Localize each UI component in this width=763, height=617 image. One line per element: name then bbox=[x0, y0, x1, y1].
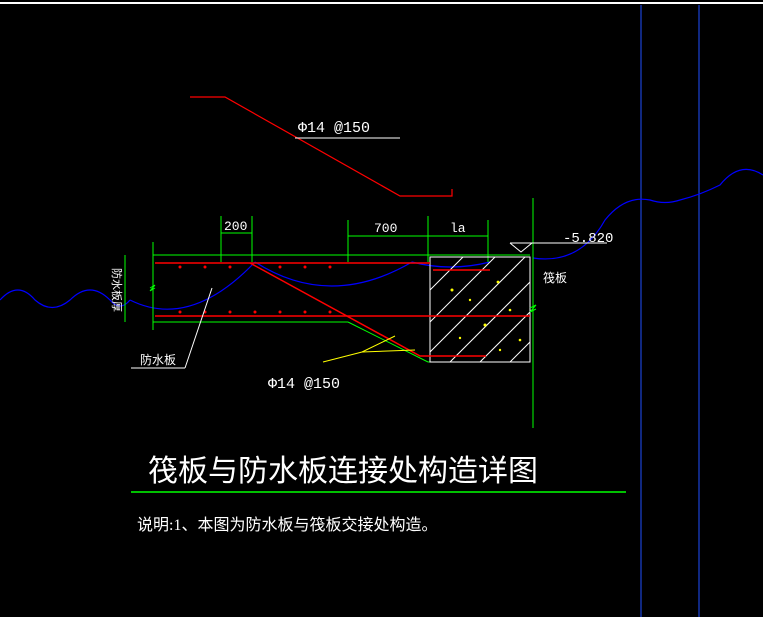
raft-section bbox=[429, 256, 531, 363]
slab-leader bbox=[184, 287, 213, 369]
waterproof-thickness-label: 防水板厚 bbox=[110, 268, 124, 312]
slab-haunch-line bbox=[347, 321, 429, 363]
dim-200-label: 200 bbox=[224, 219, 247, 234]
drawing-note: 说明:1、本图为防水板与筏板交接处构造。 bbox=[137, 516, 437, 534]
soil-line-mid bbox=[254, 261, 413, 287]
soil-line-left bbox=[0, 289, 131, 309]
rebar-dots bbox=[178, 265, 332, 314]
soil-line-under-slab bbox=[129, 261, 256, 310]
elevation-triangle bbox=[509, 242, 533, 253]
waterproof-slab-label: 防水板 bbox=[140, 352, 176, 367]
drawing-title: 筏板与防水板连接处构造详图 bbox=[148, 455, 538, 488]
raft-label: 筏板 bbox=[543, 271, 567, 285]
bottom-rebar-leader-2 bbox=[361, 349, 416, 353]
bottom-rebar-label: Φ14 @150 bbox=[268, 376, 340, 393]
elevation-label: -5.820 bbox=[563, 231, 613, 247]
bent-rebar bbox=[249, 262, 486, 357]
dim-la-label: la bbox=[450, 221, 466, 236]
break-mark-left bbox=[149, 284, 156, 292]
soil-line-right bbox=[532, 168, 763, 260]
aggregate-dots bbox=[450, 280, 522, 352]
dim-700-label: 700 bbox=[374, 221, 397, 236]
raft-hatch bbox=[429, 256, 531, 363]
break-mark-right bbox=[529, 304, 537, 313]
top-rebar-leader bbox=[190, 96, 453, 197]
top-rebar-label: Φ14 @150 bbox=[298, 120, 370, 137]
